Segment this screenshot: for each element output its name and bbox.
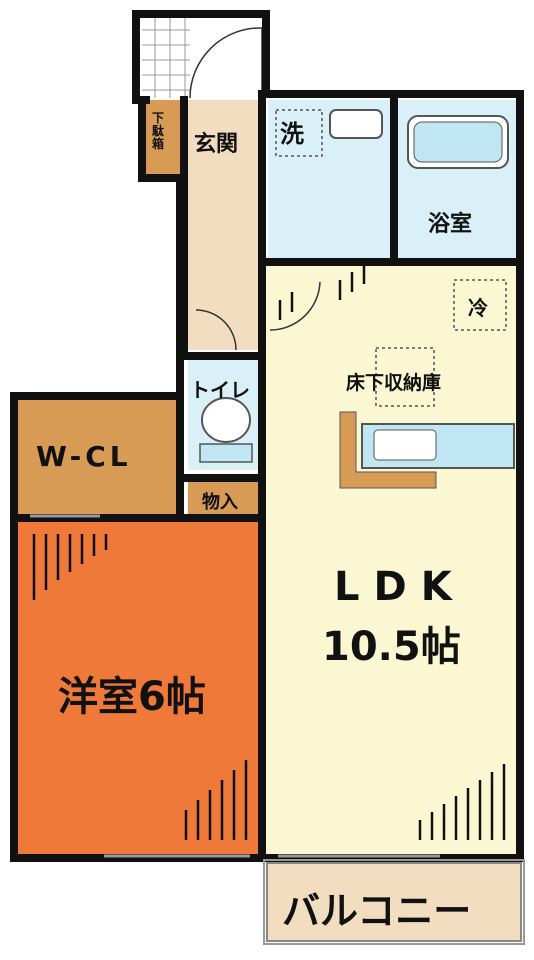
- ldk-room: [266, 266, 516, 854]
- genkan-room: [180, 100, 260, 180]
- window-marks: [30, 514, 440, 858]
- getabako-closet: [146, 100, 180, 176]
- rei-label: 冷: [468, 296, 488, 320]
- fridge-space: [453, 279, 507, 331]
- monoire-label: 物入: [202, 492, 238, 513]
- yoshitsu-label: 洋室6帖: [58, 674, 206, 720]
- monoire-closet: [188, 482, 262, 516]
- window-hatching: [32, 266, 506, 840]
- balcony-rail: [263, 859, 525, 945]
- toilet-bowl: [201, 397, 251, 443]
- entrance-door-swing: [189, 27, 263, 99]
- balcony-label: バルコニー: [282, 889, 472, 933]
- washing-machine-space: [275, 109, 323, 157]
- yokushitsu-label: 浴室: [428, 212, 473, 237]
- walls: [10, 10, 524, 862]
- hallway: [180, 180, 260, 350]
- toilet-door-swing: [195, 309, 237, 351]
- balcony-area: [266, 862, 522, 942]
- kitchen-counter: [339, 411, 437, 489]
- ldk-door-swing: [269, 281, 321, 331]
- yukashita-label: 床下収納庫: [346, 372, 442, 394]
- wcl-room: [18, 400, 178, 514]
- genkan-label: 玄関: [194, 132, 239, 157]
- sentaku-label: 洗: [280, 120, 304, 148]
- toilet-label: トイレ: [190, 378, 250, 402]
- ldk-size-label: 10.5帖: [322, 624, 461, 670]
- wcl-label: W-CL: [36, 440, 132, 473]
- wash-basin: [329, 109, 383, 139]
- ldk-name-label: LDK: [334, 564, 466, 610]
- toilet-tank: [199, 443, 253, 463]
- entrance-tile-area: [136, 14, 266, 99]
- underfloor-storage: [375, 347, 435, 407]
- entrance-tile-grid: [142, 18, 190, 98]
- getabako-label: 下駄箱: [152, 111, 165, 151]
